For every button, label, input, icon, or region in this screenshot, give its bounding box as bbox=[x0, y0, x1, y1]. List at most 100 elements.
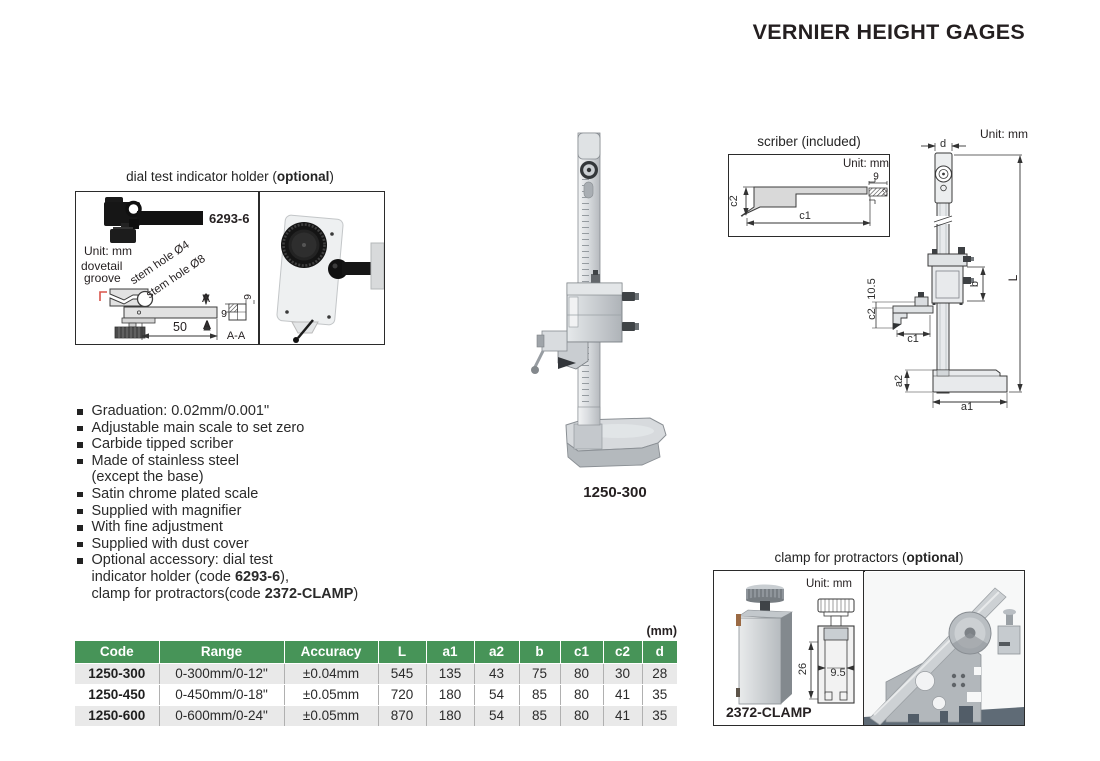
clamp-dim-26: 26 bbox=[797, 662, 809, 676]
feature-text: Satin chrome plated scale bbox=[91, 485, 259, 502]
holder-box-title: dial test indicator holder (optional) bbox=[126, 169, 334, 184]
value-cell: 30 bbox=[603, 663, 643, 685]
column-header-code: Code bbox=[75, 641, 160, 664]
value-cell: 35 bbox=[642, 705, 677, 727]
table-unit-label: (mm) bbox=[646, 624, 677, 638]
product-code-label: 1250-300 bbox=[583, 484, 647, 501]
height-gage-photo bbox=[531, 132, 667, 468]
scriber-dim-c2: c2 bbox=[728, 195, 740, 207]
clamp-illustration bbox=[735, 584, 855, 704]
value-cell: 870 bbox=[378, 705, 427, 727]
section-a-top: A bbox=[201, 291, 211, 305]
feature-item-continued: clamp for protractors(code 2372-CLAMP) bbox=[75, 586, 410, 603]
value-cell: 80 bbox=[560, 684, 604, 706]
column-header-range: Range bbox=[159, 641, 285, 664]
bullet-icon bbox=[77, 508, 83, 515]
value-cell: ±0.05mm bbox=[284, 705, 379, 727]
code-cell: 1250-450 bbox=[75, 684, 160, 706]
feature-item: Carbide tipped scriber bbox=[75, 436, 410, 453]
value-cell: 0-600mm/0-24" bbox=[159, 705, 285, 727]
value-cell: 35 bbox=[642, 684, 677, 706]
column-header-a2: a2 bbox=[474, 641, 520, 664]
value-cell: 180 bbox=[426, 684, 475, 706]
feature-text: Adjustable main scale to set zero bbox=[91, 419, 305, 436]
feature-text: Carbide tipped scriber bbox=[91, 436, 234, 453]
feature-item-continued: (except the base) bbox=[75, 469, 410, 486]
dim-50: 50 bbox=[173, 320, 187, 334]
feature-text: indicator holder (code 6293-6), bbox=[91, 568, 290, 585]
holder-box-divider bbox=[258, 192, 260, 344]
value-cell: 85 bbox=[519, 684, 561, 706]
value-cell: ±0.05mm bbox=[284, 684, 379, 706]
feature-text: With fine adjustment bbox=[91, 519, 223, 536]
diagram-dim-c1: c1 bbox=[907, 333, 919, 345]
value-cell: 0-450mm/0-18" bbox=[159, 684, 285, 706]
feature-item: Optional accessory: dial test bbox=[75, 552, 410, 569]
clamp-dim-9-5: 9.5 bbox=[830, 667, 846, 679]
value-cell: 43 bbox=[474, 663, 520, 685]
dovetail-label-1: dovetail bbox=[81, 259, 123, 273]
protractor-photo bbox=[864, 571, 1024, 725]
diagram-dim-b: b bbox=[969, 280, 981, 288]
feature-item: Supplied with dust cover bbox=[75, 536, 410, 553]
holder-code: 6293-6 bbox=[209, 211, 250, 226]
value-cell: 0-300mm/0-12" bbox=[159, 663, 285, 685]
scriber-drawing bbox=[740, 177, 887, 226]
feature-item: Graduation: 0.02mm/0.001" bbox=[75, 403, 410, 420]
bullet-icon bbox=[77, 425, 83, 432]
holder-illustration bbox=[98, 196, 384, 343]
value-cell: 720 bbox=[378, 684, 427, 706]
clamp-code-label: 2372-CLAMP bbox=[726, 704, 812, 720]
value-cell: 545 bbox=[378, 663, 427, 685]
feature-text: Made of stainless steel bbox=[91, 452, 240, 469]
scriber-dim-c1: c1 bbox=[799, 210, 811, 222]
feature-text: Supplied with magnifier bbox=[91, 502, 242, 519]
dovetail-label-2: groove bbox=[84, 271, 121, 285]
bullet-icon bbox=[77, 442, 83, 448]
column-header-c1: c1 bbox=[560, 641, 604, 664]
feature-text: (except the base) bbox=[91, 469, 204, 486]
column-header-accuracy: Accuracy bbox=[284, 641, 379, 664]
value-cell: ±0.04mm bbox=[284, 663, 379, 685]
feature-item: Satin chrome plated scale bbox=[75, 486, 410, 503]
scriber-box-title: scriber (included) bbox=[757, 134, 861, 149]
diagram-dim-10-5: 10.5 bbox=[866, 278, 878, 300]
feature-text: clamp for protractors(code 2372-CLAMP) bbox=[91, 585, 359, 602]
column-header-l: L bbox=[378, 641, 427, 664]
bullet-icon bbox=[77, 525, 83, 531]
value-cell: 180 bbox=[426, 705, 475, 727]
value-cell: 75 bbox=[519, 663, 561, 685]
value-cell: 80 bbox=[560, 663, 604, 685]
column-header-c2: c2 bbox=[603, 641, 643, 664]
section-a-bottom: A bbox=[202, 318, 212, 332]
value-cell: 54 bbox=[474, 684, 520, 706]
value-cell: 80 bbox=[560, 705, 604, 727]
bullet-icon bbox=[77, 458, 83, 465]
value-cell: 41 bbox=[603, 684, 643, 706]
feature-text: Optional accessory: dial test bbox=[91, 552, 273, 569]
bullet-icon bbox=[77, 558, 83, 564]
diagram-dim-d: d bbox=[939, 138, 947, 150]
code-cell: 1250-300 bbox=[75, 663, 160, 685]
dim-9-right: 9 bbox=[242, 294, 254, 300]
scriber-dim-9: 9 bbox=[873, 171, 879, 183]
feature-item: Supplied with magnifier bbox=[75, 503, 410, 520]
bullet-icon bbox=[77, 409, 83, 415]
diagram-unit-label: Unit: mm bbox=[980, 127, 1028, 141]
value-cell: 28 bbox=[642, 663, 677, 685]
diagram-dim-L: L bbox=[1006, 274, 1020, 282]
scriber-unit-label: Unit: mm bbox=[843, 158, 889, 170]
diagram-dim-c2: c2 bbox=[866, 308, 878, 320]
value-cell: 54 bbox=[474, 705, 520, 727]
holder-unit-label: Unit: mm bbox=[84, 244, 132, 258]
value-cell: 135 bbox=[426, 663, 475, 685]
feature-item: With fine adjustment bbox=[75, 519, 410, 536]
feature-item-continued: indicator holder (code 6293-6), bbox=[75, 569, 410, 586]
feature-text: Graduation: 0.02mm/0.001" bbox=[91, 403, 270, 419]
dim-9-left: 9 bbox=[221, 308, 227, 320]
